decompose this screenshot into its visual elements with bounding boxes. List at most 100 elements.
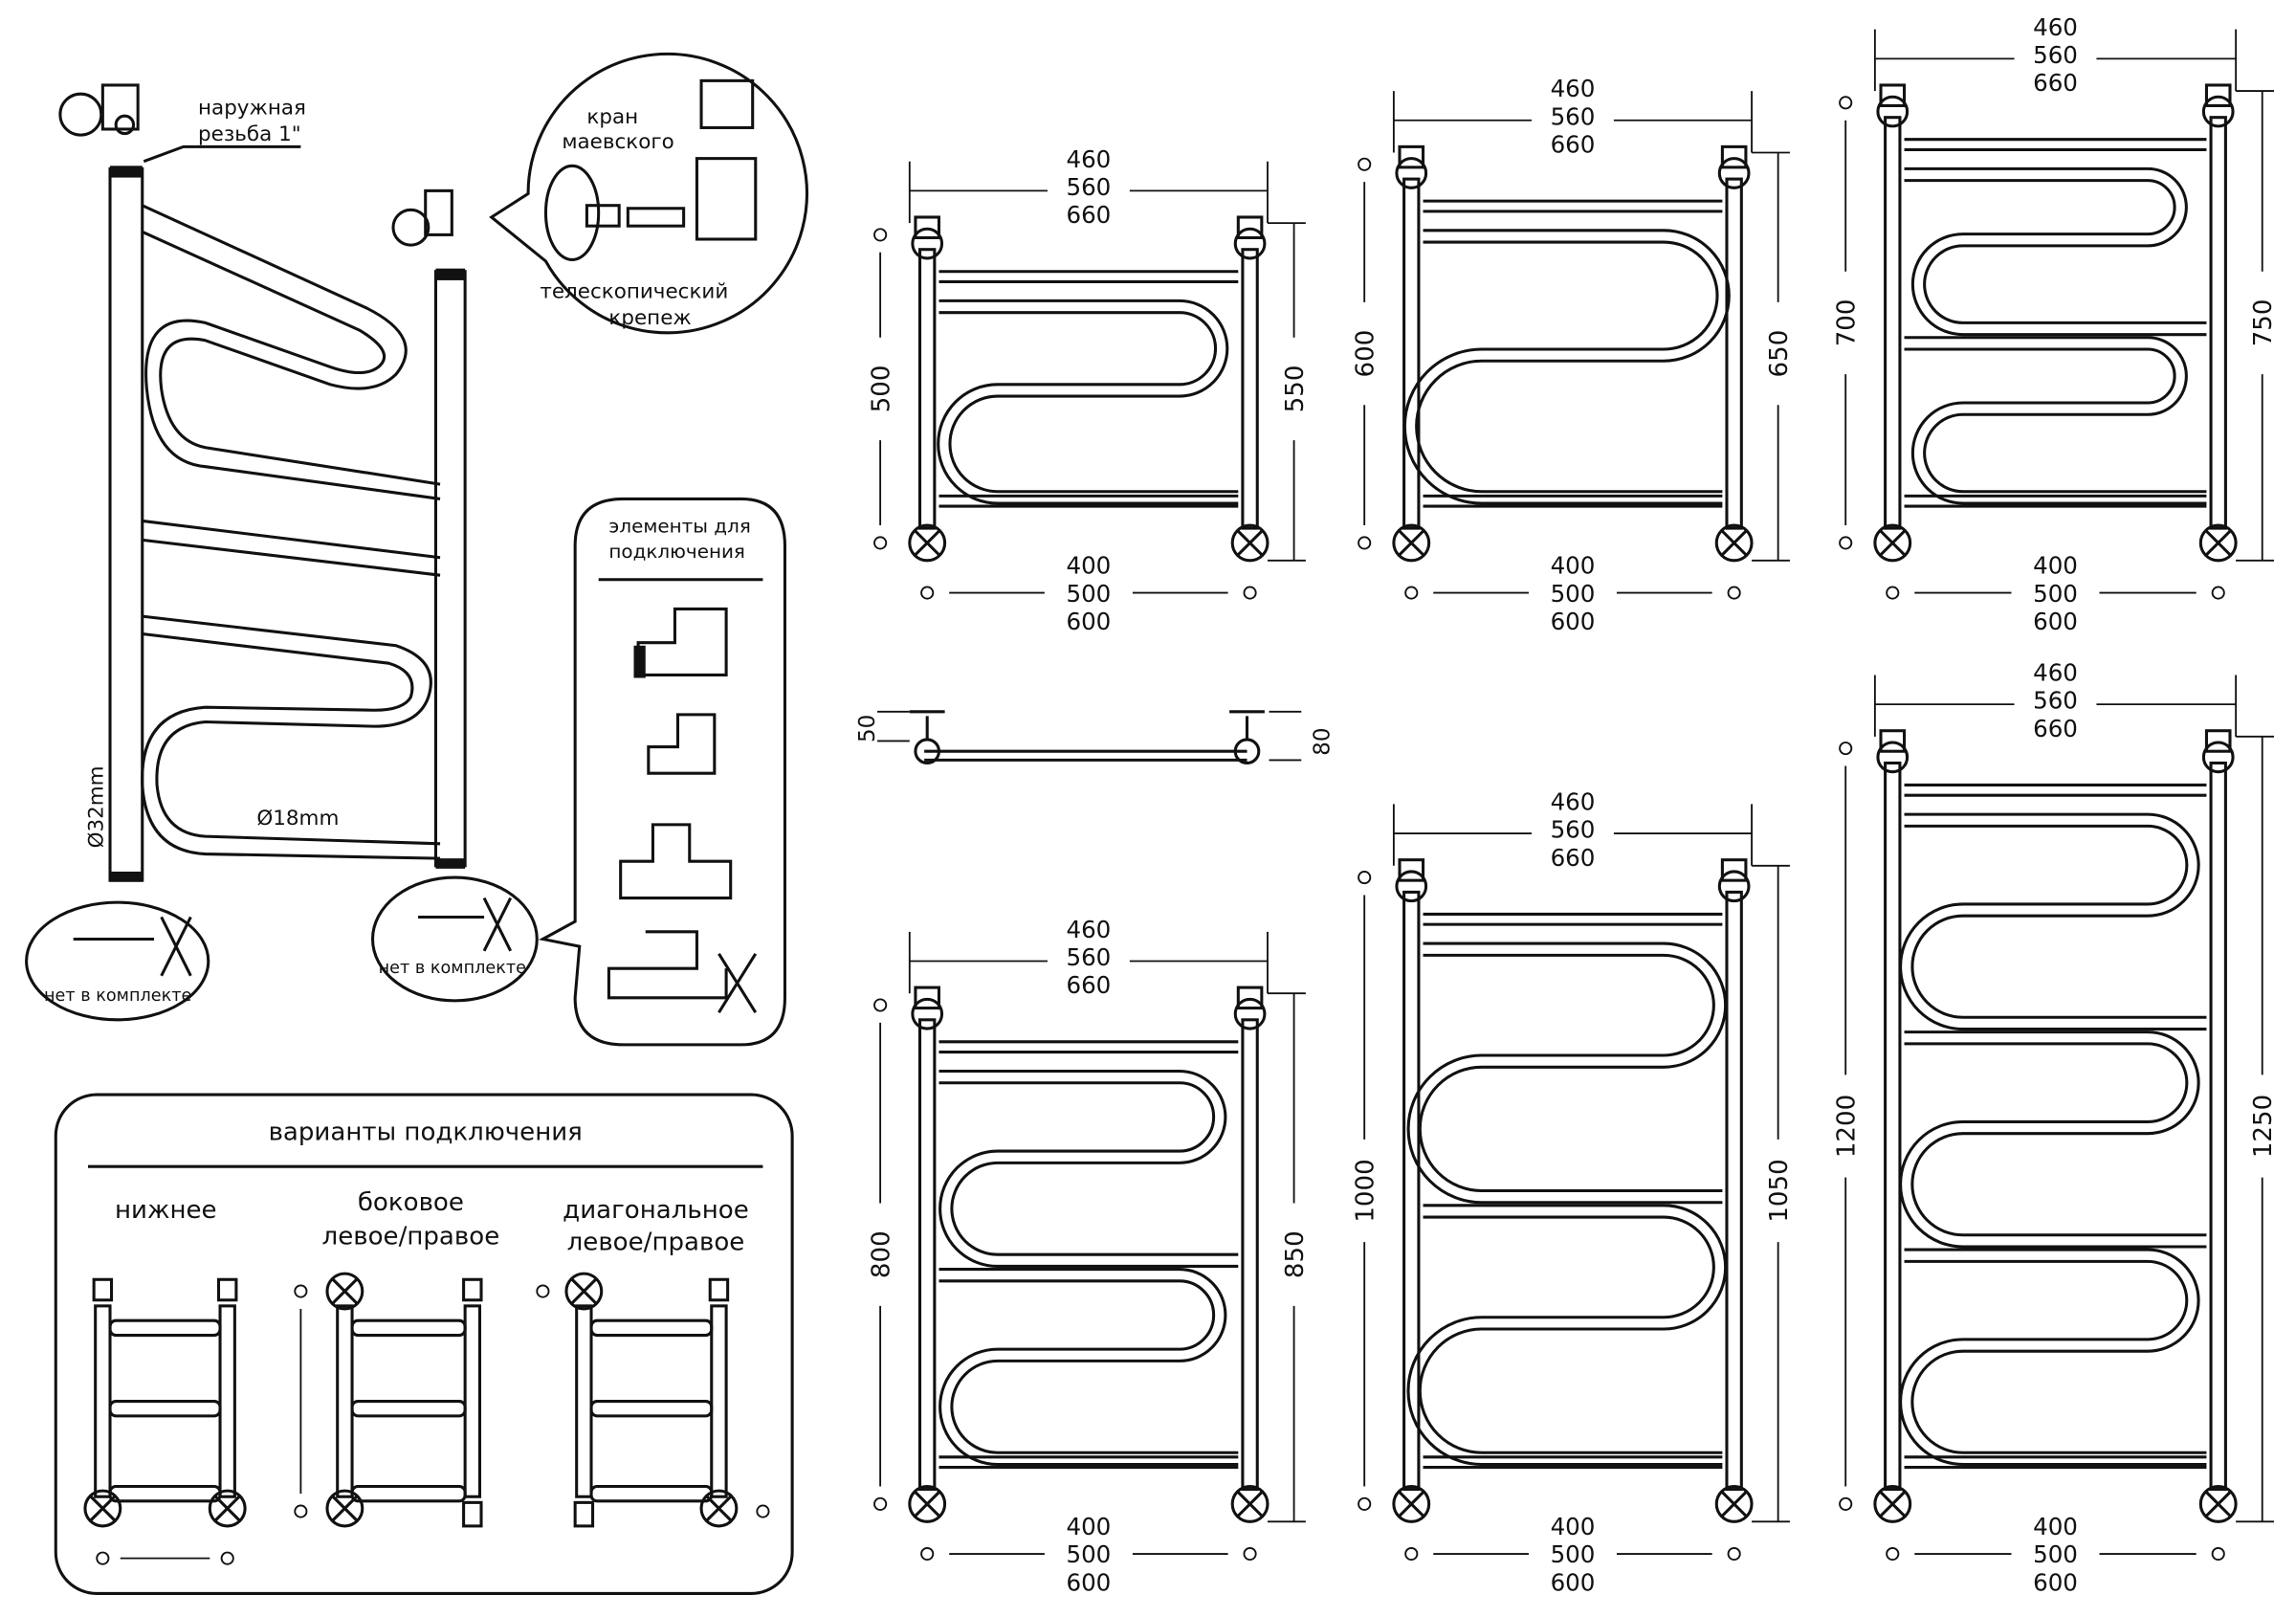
- valve-icon: [1392, 1484, 1431, 1523]
- serpentine-rung-inner: [1904, 179, 2207, 337]
- valve-icon: [1714, 523, 1754, 563]
- valve-icon: [1230, 1484, 1269, 1523]
- inlet-marker: [2211, 586, 2225, 600]
- valve-icon: [1233, 997, 1267, 1030]
- width-label: 660: [2033, 69, 2078, 97]
- serpentine-rung: [1904, 336, 2207, 494]
- height-label-right: 850: [1281, 1230, 1310, 1278]
- plug: [92, 1277, 114, 1302]
- post-left: [917, 1018, 937, 1492]
- valve-icon: [699, 1489, 739, 1528]
- rung: [350, 1318, 467, 1338]
- serpentine-rung-inner: [1899, 824, 2207, 1031]
- serpentine-rung: [1904, 1248, 2207, 1454]
- valve-icon: [1395, 157, 1428, 189]
- inlet-marker: [1727, 586, 1741, 600]
- width-label: 460: [2033, 13, 2078, 41]
- telescopic-mount-label-1: телескопический: [540, 279, 728, 303]
- rung: [108, 1318, 222, 1338]
- valve-icon: [1717, 157, 1751, 189]
- center-distance-label: 400: [1066, 1513, 1111, 1540]
- width-dimension-line: [908, 931, 1269, 994]
- serpentine-rung: [1904, 166, 2207, 324]
- valve-handle: [332, 1278, 358, 1304]
- plug: [462, 1500, 483, 1528]
- serpentine-rung: [1904, 812, 2207, 1019]
- center-distance-label: 400: [1551, 552, 1596, 580]
- center-distance-label: 400: [1551, 1513, 1596, 1540]
- valve-cap: [2204, 729, 2232, 753]
- serpentine-rung: [938, 1268, 1239, 1454]
- center-distance-label: 600: [1066, 1568, 1111, 1596]
- valve-handle: [214, 1495, 241, 1521]
- telescopic-mount-label-2: крепеж: [608, 306, 691, 330]
- center-distance-label: 500: [1066, 580, 1111, 608]
- inlet-marker: [2211, 1546, 2225, 1562]
- center-distance-label: 600: [1551, 608, 1596, 635]
- inlet-marker: [220, 1551, 234, 1565]
- height-label-left: 800: [867, 1230, 895, 1278]
- valve-handle: [1879, 530, 1906, 556]
- rung: [350, 1484, 467, 1503]
- valve-cap: [1879, 83, 1907, 107]
- mayevsky-valve-label-1: кран: [586, 105, 638, 129]
- valve-cap: [1720, 144, 1748, 169]
- valve-icon: [1876, 95, 1910, 128]
- valve-icon: [208, 1489, 247, 1528]
- height-label-right: 550: [1281, 365, 1310, 413]
- post-right: [2209, 761, 2227, 1492]
- external-thread-label-1: наружная: [198, 97, 306, 121]
- serpentine-rung-inner: [1904, 347, 2207, 505]
- height-marker: [1358, 871, 1372, 885]
- option-diagonal-label-1: диагональное: [563, 1196, 749, 1225]
- depth-label: 80: [1310, 728, 1335, 756]
- height-label-left: 600: [1351, 330, 1380, 378]
- height-label-left: 500: [867, 365, 895, 413]
- valve-icon: [2198, 1484, 2238, 1523]
- valve-handle: [706, 1495, 732, 1521]
- height-marker: [1839, 1496, 1853, 1511]
- post-left: [94, 1304, 112, 1498]
- serpentine-rung-inner: [1406, 1215, 1723, 1467]
- external-thread-label-2: резьба 1": [198, 122, 301, 146]
- width-label: 560: [1066, 173, 1111, 201]
- height-marker: [873, 228, 888, 242]
- rung: [108, 1400, 222, 1418]
- rung: [589, 1484, 714, 1503]
- post-right: [2209, 116, 2227, 530]
- straight-rungs: [938, 270, 1239, 508]
- valve-icon: [1873, 523, 1912, 563]
- center-distance-label: 600: [1066, 608, 1111, 635]
- valve-handle: [89, 1495, 116, 1521]
- connection-elements-label-1: элементы для: [608, 516, 750, 538]
- valve-icon: [908, 1484, 947, 1523]
- valve-cap: [914, 215, 941, 239]
- wall-offset-label: 50: [855, 715, 880, 742]
- valve-handle: [570, 1278, 597, 1304]
- option-diagonal-label-2: левое/правое: [567, 1229, 745, 1257]
- width-dimension-line: [1392, 91, 1753, 153]
- valve-icon: [908, 523, 947, 563]
- valve-icon: [911, 997, 944, 1030]
- height-label-right: 650: [1765, 330, 1794, 378]
- center-distance-label: 500: [1066, 1540, 1111, 1568]
- valve-cap: [2204, 83, 2232, 107]
- valve-handle: [1879, 1491, 1906, 1517]
- post-left: [1884, 761, 1902, 1492]
- connection-diagram-bottom: [83, 1277, 247, 1565]
- valve-icon: [2201, 95, 2235, 128]
- width-label: 460: [2033, 659, 2078, 687]
- straight-rungs: [938, 1040, 1239, 1470]
- width-dimension-line: [1873, 29, 2238, 92]
- height-marker: [1358, 157, 1372, 171]
- height-dimension-line: [1363, 151, 1790, 562]
- option-bottom-label: нижнее: [115, 1196, 217, 1225]
- rung: [589, 1400, 714, 1418]
- inlet-marker: [1404, 1546, 1419, 1562]
- height-marker: [1839, 96, 1853, 110]
- inlet-marker: [920, 586, 935, 600]
- valve-cap: [1398, 858, 1425, 882]
